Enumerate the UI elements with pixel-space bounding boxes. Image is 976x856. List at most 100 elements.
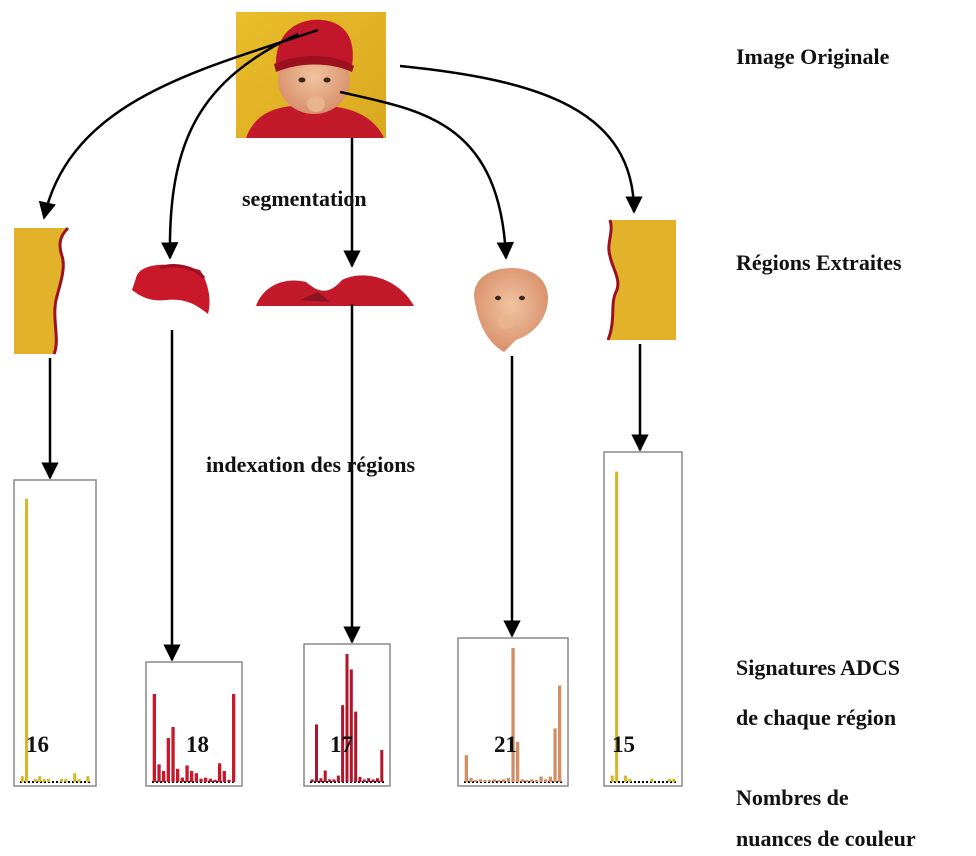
histogram-bar	[208, 778, 212, 782]
histogram-bar	[474, 780, 478, 782]
histogram-bar	[511, 648, 515, 782]
arrow-to-face	[339, 90, 515, 260]
region-image-face	[474, 268, 548, 352]
arrow-to-background-right	[399, 64, 643, 214]
histogram-bar	[42, 779, 46, 782]
region-image-background-right	[606, 219, 676, 341]
histogram-bar	[375, 778, 379, 782]
histogram-bar	[558, 685, 562, 782]
histogram-bar	[33, 779, 37, 782]
histogram-bar	[162, 771, 166, 782]
histogram-bar	[464, 755, 468, 782]
histogram-bar	[315, 724, 318, 782]
histogram-bar	[152, 694, 156, 782]
histogram-bar	[367, 778, 371, 782]
arrow-to-hat	[160, 32, 299, 260]
histogram-box-hat	[145, 661, 243, 787]
histogram-bar	[349, 669, 353, 782]
histogram-bar	[548, 776, 552, 782]
histogram-bar	[362, 779, 366, 782]
histogram-bar	[615, 471, 619, 782]
histogram-bar	[525, 780, 529, 782]
count-hat: 18	[186, 732, 209, 757]
histogram-bar	[64, 779, 68, 782]
histogram-bar	[336, 775, 340, 782]
histogram-bar	[185, 765, 189, 782]
histogram-bar	[227, 779, 231, 782]
histogram-bar	[199, 778, 203, 782]
histogram-bar	[650, 778, 654, 782]
region-image-background-left	[14, 226, 70, 355]
histogram-bar	[218, 763, 222, 782]
histogram-bar	[544, 779, 548, 782]
histogram-bar	[204, 777, 208, 782]
histogram-bar	[332, 779, 336, 782]
histogram-bar	[194, 773, 198, 782]
histogram-bar	[20, 776, 24, 782]
histogram-bar	[483, 780, 487, 782]
original-image	[236, 12, 386, 138]
label-signatures-line1: Signatures ADCS	[736, 655, 901, 680]
histogram-bar	[553, 728, 557, 782]
histogram-bar	[171, 727, 175, 782]
histogram-bar	[506, 778, 510, 782]
histogram-bar	[354, 711, 358, 782]
count-clothes: 17	[330, 732, 353, 757]
histogram-bar	[502, 779, 506, 782]
label-regions-extraites: Régions Extraites	[736, 250, 902, 275]
histogram-bar	[530, 779, 534, 782]
label-segmentation: segmentation	[242, 186, 367, 211]
histogram-bar	[371, 779, 375, 782]
label-signatures-line2: de chaque région	[736, 705, 897, 730]
histogram-bar	[232, 694, 236, 782]
histogram-bar	[25, 498, 29, 782]
histogram-bar	[667, 778, 671, 782]
histogram-bar	[319, 778, 323, 782]
histogram-bar	[469, 778, 473, 782]
histogram-bar	[380, 750, 384, 782]
histogram-bar	[478, 779, 482, 782]
histogram-bar	[222, 771, 226, 782]
histogram-bar	[60, 779, 64, 782]
histogram-bar	[628, 778, 632, 782]
histogram-bar	[323, 770, 327, 782]
histogram-bar	[157, 764, 161, 782]
histogram-bar	[328, 779, 332, 782]
region-image-clothes	[256, 275, 414, 306]
region-image-hat	[132, 264, 210, 314]
label-nuances-line1: Nombres de	[736, 785, 849, 810]
histogram-bar	[180, 777, 184, 782]
histogram-bar	[539, 776, 543, 782]
label-nuances-line2: nuances de couleur	[736, 826, 916, 851]
histogram-bar	[166, 738, 170, 782]
histogram-bar	[623, 775, 627, 782]
indexation-arrows	[41, 304, 649, 662]
label-image-originale: Image Originale	[736, 44, 890, 69]
histogram-bar	[492, 779, 496, 782]
histogram-bar	[176, 768, 180, 782]
label-indexation: indexation des régions	[206, 452, 416, 477]
histogram-bar	[516, 741, 520, 782]
histogram-bar	[77, 779, 81, 782]
histogram-group	[13, 451, 683, 787]
histogram-bar	[213, 779, 217, 782]
histogram-bar	[610, 775, 614, 782]
histogram-bar	[497, 780, 501, 782]
count-face: 21	[494, 732, 517, 757]
histogram-bar	[86, 776, 90, 782]
histogram-bar	[520, 779, 524, 782]
histogram-bar	[46, 779, 50, 782]
histogram-bar	[73, 773, 77, 782]
histogram-bar	[38, 776, 42, 782]
histogram-bar	[534, 780, 538, 782]
histogram-bar	[345, 654, 349, 782]
histogram-bar	[488, 780, 492, 782]
count-background-right: 15	[612, 732, 635, 757]
histogram-bar	[672, 778, 676, 782]
arrow-to-background-left	[38, 28, 319, 220]
histogram-bar	[358, 776, 362, 782]
count-background-left: 16	[26, 732, 49, 757]
segmentation-arrows	[38, 28, 643, 268]
histogram-bar	[190, 771, 194, 782]
